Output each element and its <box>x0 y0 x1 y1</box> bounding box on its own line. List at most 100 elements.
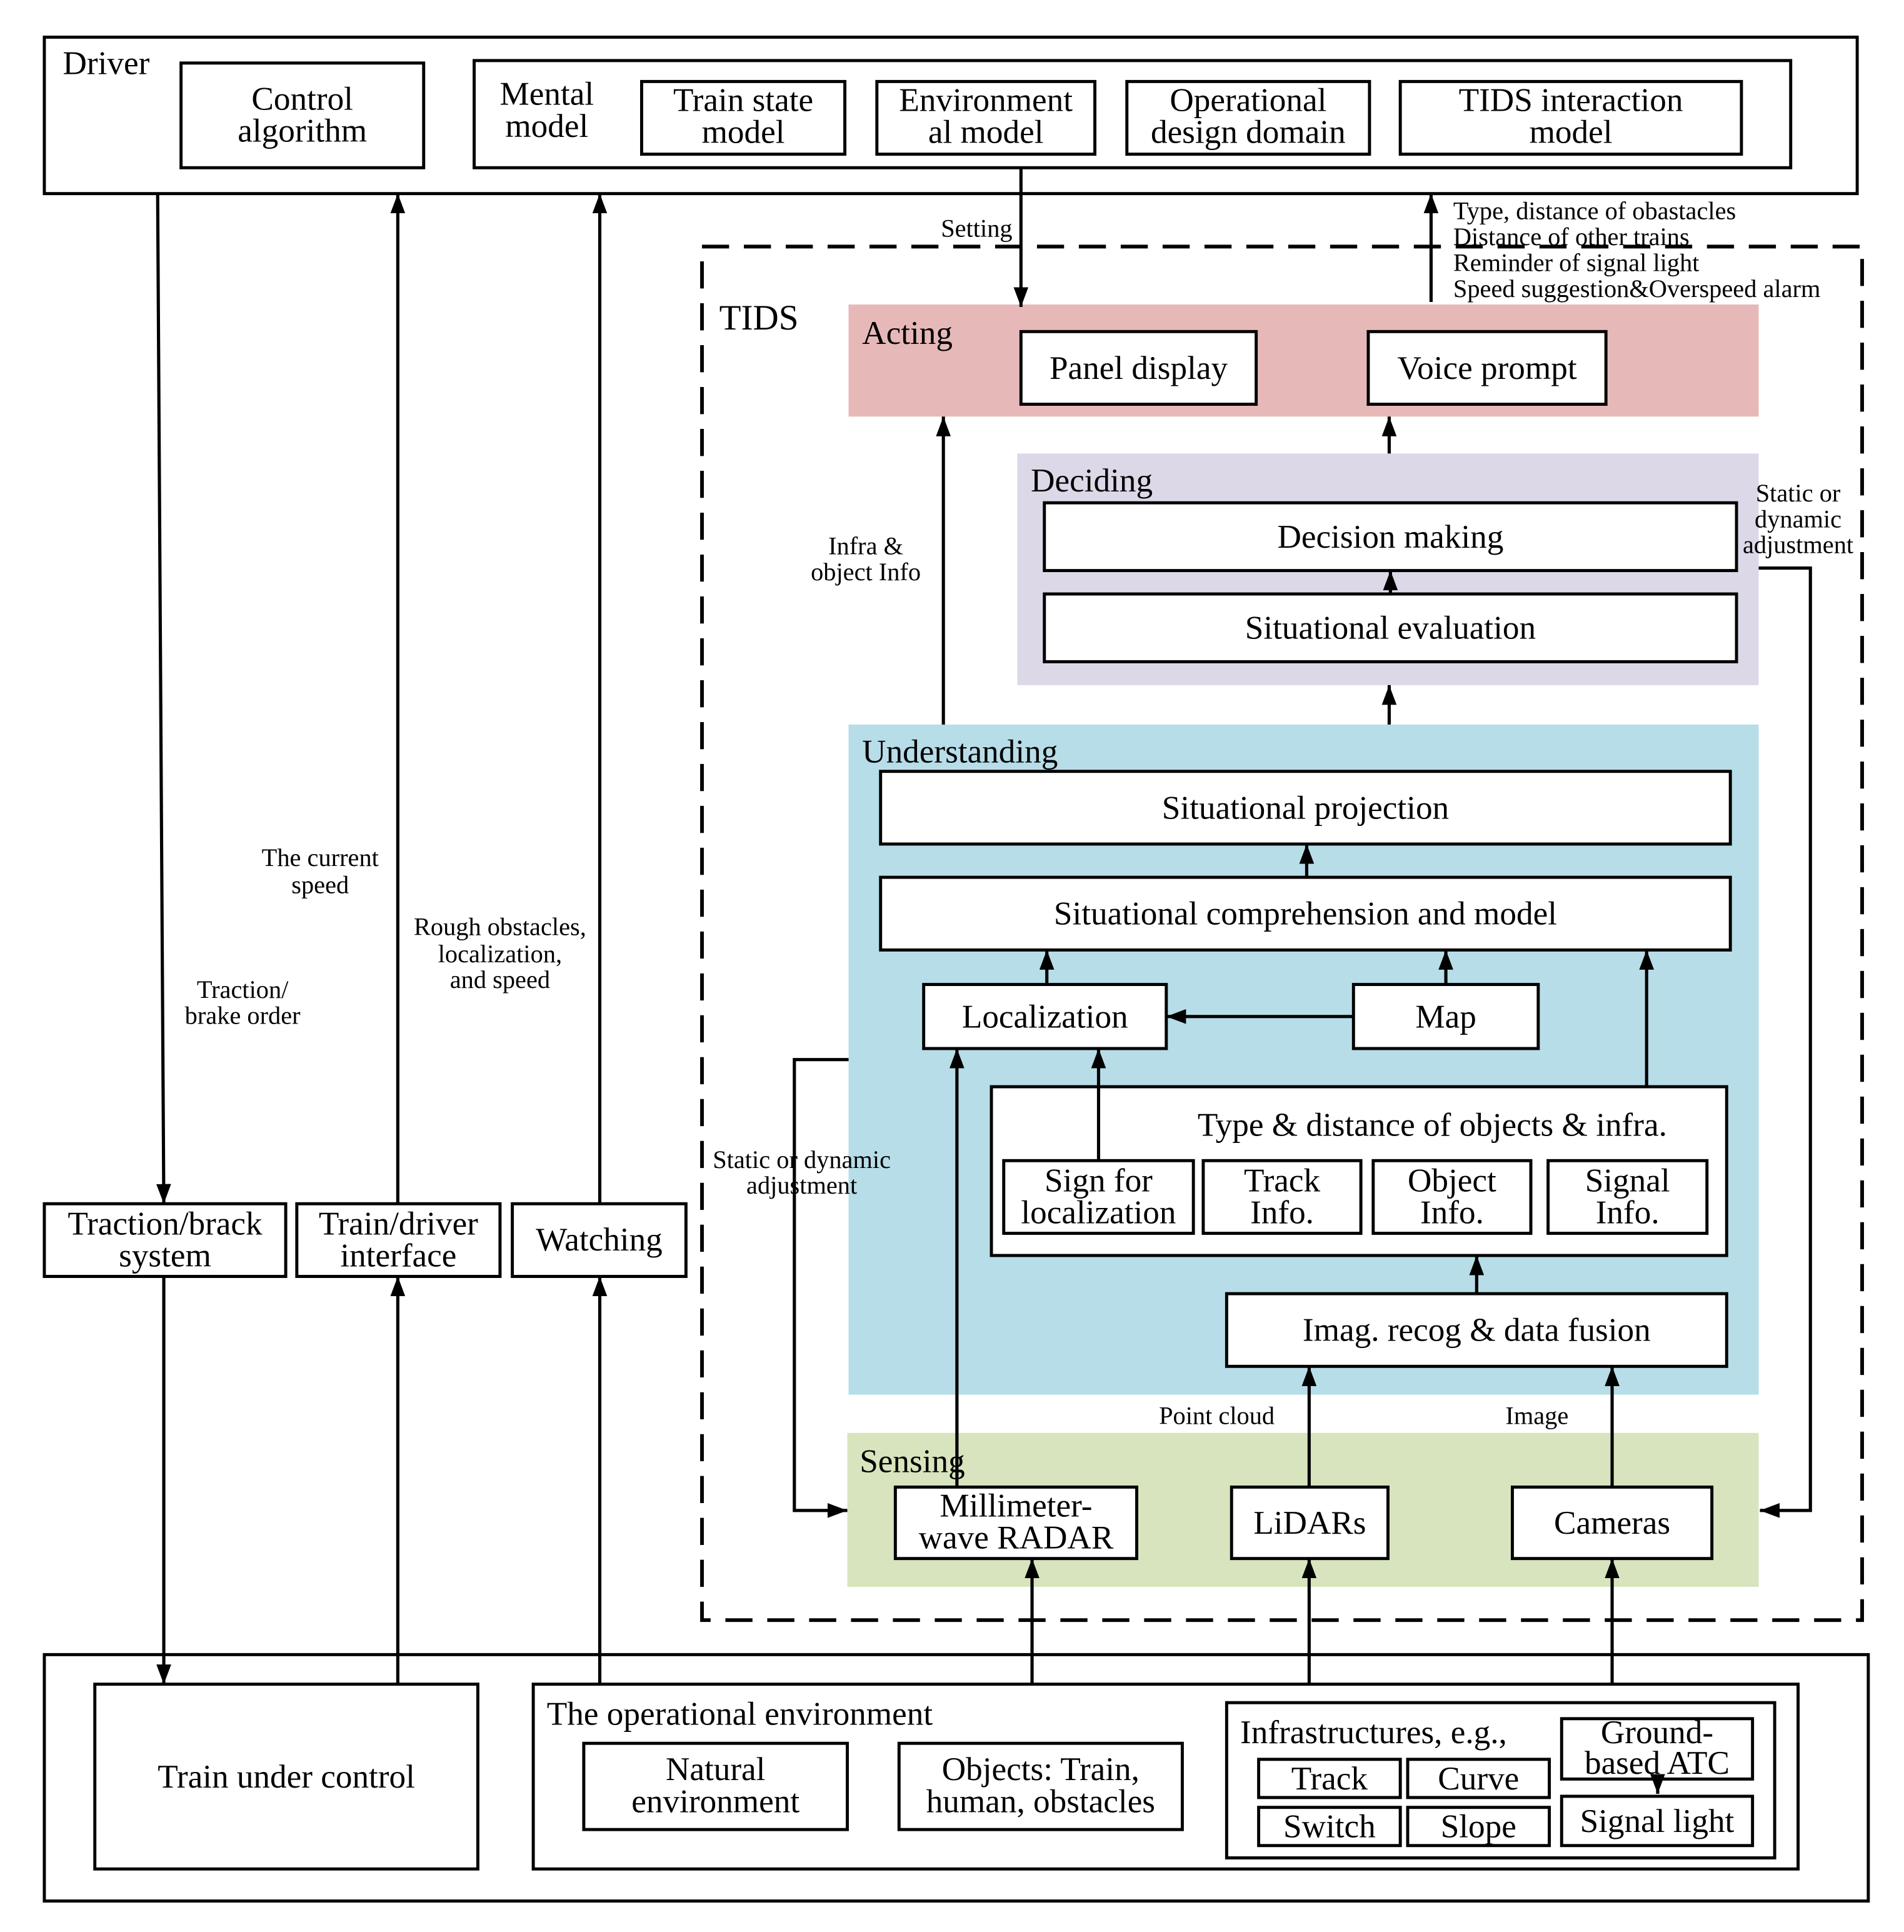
situational-comprehension-label: Situational comprehension and model <box>1054 895 1557 932</box>
static-dynamic-right-label-2: dynamic <box>1755 505 1841 533</box>
lidars-box: LiDARs <box>1230 1485 1390 1561</box>
tids-interaction-model-label-1: TIDS interaction <box>1459 81 1683 118</box>
feedback-label-2: Distance of other trains <box>1453 223 1690 251</box>
natural-environment-rect <box>582 1741 849 1831</box>
natural-environment-box: Natural environment <box>582 1741 849 1831</box>
natural-environment-label-1: Natural <box>666 1751 766 1788</box>
slope-label: Slope <box>1441 1808 1516 1845</box>
control-algorithm-rect <box>179 61 426 169</box>
localization-label: Localization <box>962 998 1128 1035</box>
tids-block: TIDS Acting Panel display Voice prompt I… <box>700 244 1864 1623</box>
curve-label: Curve <box>1438 1760 1519 1797</box>
image-label: Image <box>1505 1402 1568 1430</box>
infrastructures-box: Infrastructures, e.g., Track Curve Switc… <box>1225 1701 1776 1859</box>
sign-for-localization-box: Sign for localization <box>1002 1159 1195 1235</box>
panel-display-rect <box>1019 330 1258 406</box>
radar-rect <box>893 1485 1138 1561</box>
situational-comprehension-rect <box>879 875 1732 952</box>
object-info-box: Object Info. <box>1371 1159 1533 1235</box>
situational-projection-rect <box>879 770 1732 846</box>
situational-evaluation-box: Situational evaluation <box>1043 592 1738 663</box>
deciding-layer: Deciding Decision making Situational eva… <box>1017 453 1759 685</box>
tids-dashed-frame <box>700 244 1864 1623</box>
rough-obstacles-label-1: Rough obstacles, <box>414 912 586 940</box>
signal-light-rect <box>1560 1794 1755 1848</box>
slope-rect <box>1406 1806 1551 1848</box>
environmental-model-rect <box>875 79 1097 156</box>
control-algorithm-label-2: algorithm <box>238 113 367 149</box>
object-info-rect <box>1371 1159 1533 1235</box>
image-recognition-box: Imag. recog & data fusion <box>1225 1292 1728 1368</box>
situational-projection-label: Situational projection <box>1162 789 1449 826</box>
train-under-control-label: Train under control <box>158 1758 415 1795</box>
traction-brake-system-box: Traction/brack system <box>43 1202 288 1278</box>
signal-info-box: Signal Info. <box>1546 1159 1709 1235</box>
traction-brake-system-rect <box>43 1202 288 1278</box>
acting-label: Acting <box>862 314 953 351</box>
type-distance-label: Type & distance of objects & infra. <box>1198 1107 1667 1144</box>
ground-based-atc-rect <box>1560 1717 1755 1781</box>
train-state-model-rect <box>640 79 847 156</box>
situational-evaluation-rect <box>1043 592 1738 663</box>
curve-rect <box>1406 1758 1551 1799</box>
sensing-label: Sensing <box>859 1443 965 1480</box>
localization-rect <box>922 983 1168 1050</box>
feedback-label-3: Reminder of signal light <box>1453 248 1700 276</box>
control-algorithm-label-1: Control <box>251 80 353 117</box>
situational-comprehension-box: Situational comprehension and model <box>879 875 1732 952</box>
map-box: Map <box>1351 983 1540 1050</box>
operational-environment-box: The operational environment Natural envi… <box>531 1683 1800 1871</box>
track-label: Track <box>1291 1760 1368 1797</box>
natural-environment-label-2: environment <box>631 1783 799 1819</box>
signal-light-box: Signal light <box>1560 1794 1755 1848</box>
driver-block: Driver Control algorithm Mental model Tr… <box>43 35 1859 196</box>
objects-box: Objects: Train, human, obstacles <box>897 1741 1184 1831</box>
feedback-to-driver-labels: Type, distance of obastacles Distance of… <box>1453 197 1821 303</box>
tids-interaction-model-label-2: model <box>1530 114 1613 151</box>
train-driver-interface-box: Train/driver interface <box>295 1202 502 1278</box>
ground-based-atc-box: Ground- based ATC <box>1560 1714 1755 1781</box>
traction-brake-order-label-1: Traction/ <box>197 975 289 1004</box>
tids-title: TIDS <box>719 298 799 338</box>
decision-making-rect <box>1043 501 1738 573</box>
switch-rect <box>1257 1806 1402 1848</box>
static-dynamic-right-label-3: adjustment <box>1743 531 1853 559</box>
watching-box: Watching <box>511 1202 688 1278</box>
train-state-model-label-2: model <box>702 114 785 151</box>
slope-box: Slope <box>1406 1806 1551 1848</box>
driver-title: Driver <box>63 44 149 81</box>
cameras-label: Cameras <box>1554 1504 1670 1541</box>
mental-model-label-2: model <box>505 108 588 144</box>
static-dynamic-left-label-1: Static or dynamic <box>713 1145 891 1174</box>
panel-display-label: Panel display <box>1050 350 1228 386</box>
point-cloud-label: Point cloud <box>1159 1402 1275 1430</box>
arrow-understanding-adjustment-to-sensing <box>793 1058 849 1518</box>
radar-label-1: Millimeter- <box>939 1487 1092 1524</box>
track-info-rect <box>1201 1159 1363 1235</box>
static-dynamic-right-label-1: Static or <box>1756 479 1841 507</box>
decision-making-label: Decision making <box>1277 518 1503 555</box>
deciding-label: Deciding <box>1031 462 1153 499</box>
environmental-model-label-2: al model <box>928 114 1044 151</box>
signal-info-label-1: Signal <box>1585 1162 1670 1199</box>
track-box: Track <box>1257 1758 1402 1799</box>
decision-making-box: Decision making <box>1043 501 1738 573</box>
objects-rect <box>897 1741 1184 1831</box>
tids-interaction-model-box: TIDS interaction model <box>1398 79 1743 156</box>
feedback-label-4: Speed suggestion&Overspeed alarm <box>1453 274 1821 303</box>
image-recognition-rect <box>1225 1292 1728 1368</box>
arrow-driver-to-traction-system <box>156 193 171 1204</box>
mental-model-box: Mental model Train state model Environme… <box>473 59 1793 169</box>
understanding-layer: Understanding Situational projection Sit… <box>848 724 1759 1395</box>
type-distance-box: Type & distance of objects & infra. Sign… <box>990 1085 1728 1257</box>
current-speed-label: The current speed <box>262 843 379 898</box>
setting-label: Setting <box>941 214 1012 242</box>
track-info-label-2: Info. <box>1250 1194 1314 1231</box>
arrow-deciding-adjustment-to-sensing <box>1758 566 1812 1518</box>
operational-design-domain-label-2: design domain <box>1151 114 1346 151</box>
sensing-layer: Sensing Millimeter- wave RADAR LiDARs Ca… <box>847 1432 1759 1587</box>
infrastructures-label: Infrastructures, e.g., <box>1240 1714 1507 1751</box>
ground-based-atc-label-1: Ground- <box>1601 1714 1713 1751</box>
operational-design-domain-rect <box>1125 79 1371 156</box>
